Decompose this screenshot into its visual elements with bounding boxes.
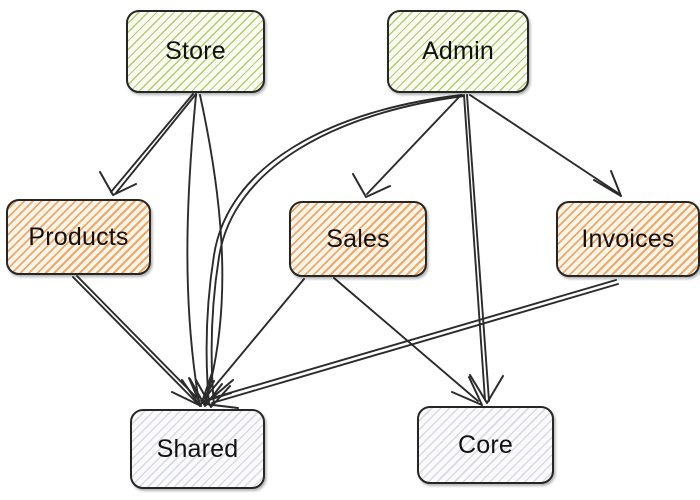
- edge-products-shared-arrowhead: [171, 377, 202, 407]
- edge-store-shared-b: [189, 94, 224, 407]
- edge-products-shared-line2: [76, 275, 201, 402]
- edge-sales-core: [333, 277, 483, 406]
- node-invoices[interactable]: Invoices: [556, 201, 700, 277]
- edge-store-products-line2: [115, 93, 197, 194]
- edge-admin-invoices: [469, 94, 622, 197]
- edge-admin-core-arrowhead: [469, 374, 504, 404]
- edge-sales-shared-line: [204, 278, 305, 399]
- node-core[interactable]: Core: [417, 406, 554, 484]
- edge-admin-sales: [352, 94, 462, 198]
- edge-sales-core-line: [333, 277, 479, 402]
- node-invoices-label: Invoices: [581, 224, 675, 253]
- edge-admin-shared-line2: [210, 95, 465, 406]
- edge-admin-shared: [195, 94, 465, 408]
- node-store-label: Store: [165, 37, 226, 65]
- edge-admin-sales-line: [366, 94, 462, 195]
- edge-store-shared-b-arrowhead: [189, 378, 223, 407]
- edge-admin-invoices-line: [469, 94, 619, 194]
- edge-store-products-line: [110, 93, 194, 193]
- node-sales[interactable]: Sales: [289, 201, 427, 277]
- node-products[interactable]: Products: [6, 199, 151, 275]
- edge-sales-core-arrowhead: [451, 376, 483, 406]
- edge-store-products: [99, 93, 197, 196]
- node-store[interactable]: Store: [126, 10, 265, 93]
- node-admin-label: Admin: [422, 37, 494, 65]
- node-products-label: Products: [28, 222, 129, 251]
- edge-store-shared-a-line: [186, 94, 200, 403]
- edge-store-shared-b-line: [199, 94, 224, 404]
- edge-admin-core: [463, 94, 504, 404]
- edge-admin-sales-arrowhead: [352, 173, 391, 198]
- edge-invoices-shared-arrowhead: [204, 379, 239, 409]
- edge-products-shared-line: [72, 276, 197, 403]
- edge-store-products-arrowhead: [99, 171, 137, 196]
- node-shared-label: Shared: [156, 434, 239, 463]
- node-shared[interactable]: Shared: [130, 409, 265, 489]
- edge-admin-invoices-arrowhead: [593, 170, 622, 197]
- edge-products-shared: [72, 275, 202, 407]
- edge-admin-core-line: [463, 94, 486, 401]
- node-core-label: Core: [458, 430, 513, 459]
- edge-admin-core-line2: [466, 94, 490, 402]
- node-admin[interactable]: Admin: [387, 10, 529, 93]
- edge-invoices-shared-line: [208, 279, 617, 400]
- edge-invoices-shared: [204, 279, 619, 409]
- edge-admin-shared-line: [205, 94, 463, 405]
- node-sales-label: Sales: [326, 224, 390, 253]
- edge-admin-shared-arrowhead: [195, 379, 231, 408]
- edge-invoices-shared-line2: [211, 283, 619, 404]
